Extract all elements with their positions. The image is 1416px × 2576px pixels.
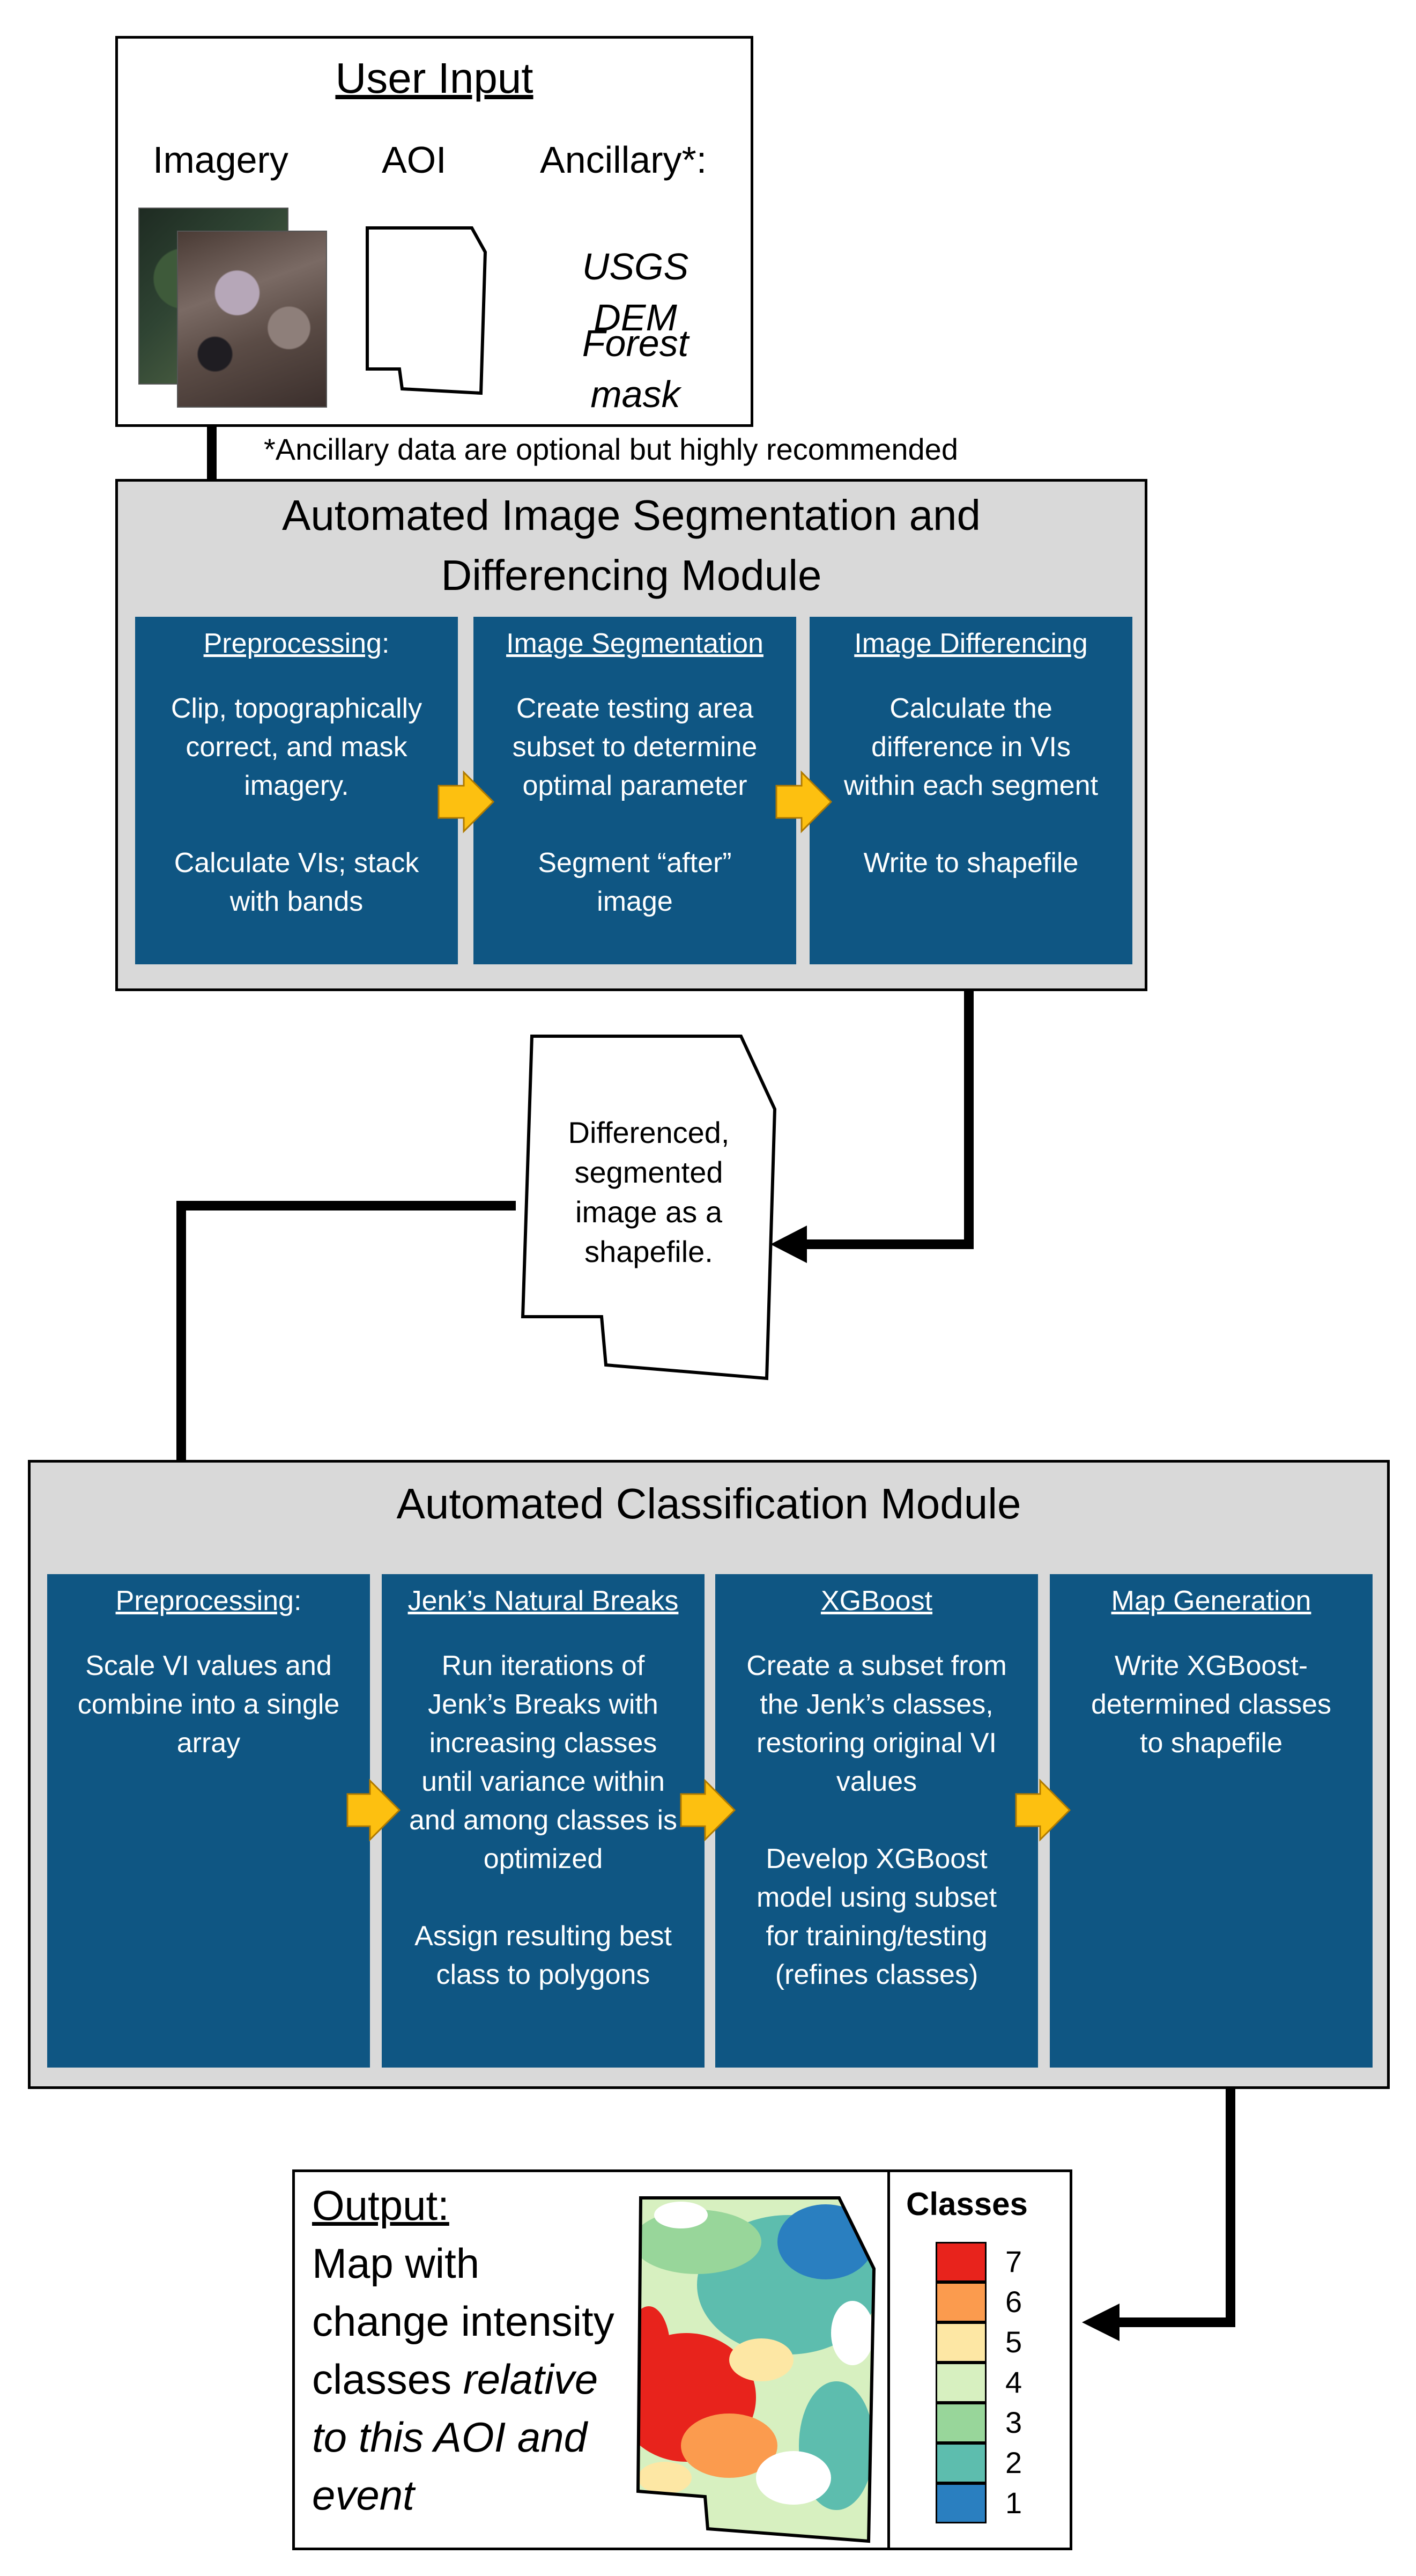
cls-step-map-generation: Map Generation Write XGBoost- determined… xyxy=(1050,1574,1373,2068)
arrowhead-output xyxy=(1082,2304,1120,2341)
cls-step-map-generation-body: Write XGBoost- determined classes to sha… xyxy=(1091,1650,1331,1759)
output-line1: Map with xyxy=(312,2240,480,2287)
seg-step-differencing-title: Image Differencing xyxy=(854,628,1088,659)
seg-step-differencing-body: Calculate the difference in VIs within e… xyxy=(843,693,1099,879)
legend-swatch-1 xyxy=(936,2483,987,2523)
imagery-thumbnail-front xyxy=(177,231,327,408)
shapefile-outline-shape xyxy=(521,1035,777,1381)
output-line3: classes relative xyxy=(312,2350,598,2408)
legend-label-3: 3 xyxy=(1005,2405,1022,2439)
legend-item-3: 3 xyxy=(936,2403,1070,2443)
legend-item-6: 6 xyxy=(936,2282,1070,2322)
ancillary-footnote: *Ancillary data are optional but highly … xyxy=(264,432,958,466)
cls-step-map-generation-title: Map Generation xyxy=(1111,1585,1311,1617)
output-line3-plain: classes xyxy=(312,2356,463,2403)
cls-step-xgboost: XGBoost Create a subset from the Jenk’s … xyxy=(715,1574,1038,2068)
legend-swatch-2 xyxy=(936,2443,987,2483)
seg-step-differencing: Image Differencing Calculate the differe… xyxy=(810,617,1132,964)
seg-step-preprocessing-title: Preprocessing xyxy=(203,628,382,659)
cls-step-preprocessing-body: Scale VI values and combine into a singl… xyxy=(77,1650,340,1759)
legend-label-5: 5 xyxy=(1005,2325,1022,2359)
connector-differencing-to-shapefile xyxy=(804,960,974,1249)
cls-step-xgboost-title: XGBoost xyxy=(820,1585,933,1617)
ancillary-item-forest: Forest xyxy=(582,322,689,364)
segmentation-module-title-line1: Automated Image Segmentation and xyxy=(281,491,981,539)
flow-arrow-3 xyxy=(346,1778,401,1842)
cls-step-jenks: Jenk’s Natural Breaks Run iterations of … xyxy=(382,1574,705,2068)
output-change-map xyxy=(638,2198,874,2541)
cls-step-preprocessing-suffix: : xyxy=(293,1585,302,1617)
legend-label-7: 7 xyxy=(1005,2245,1022,2278)
legend-item-4: 4 xyxy=(936,2363,1070,2403)
output-line4: to this AOI and xyxy=(312,2413,588,2461)
legend-item-5: 5 xyxy=(936,2322,1070,2363)
legend-label-6: 6 xyxy=(1005,2285,1022,2319)
legend-swatch-4 xyxy=(936,2363,987,2403)
cls-step-preprocessing-title: Preprocessing xyxy=(115,1585,294,1617)
legend-item-7: 7 xyxy=(936,2242,1070,2282)
legend-swatch-5 xyxy=(936,2322,987,2363)
cls-step-jenks-title: Jenk’s Natural Breaks xyxy=(407,1585,679,1617)
legend-item-2: 2 xyxy=(936,2443,1070,2483)
seg-step-segmentation-body: Create testing area subset to determine … xyxy=(512,693,758,917)
legend-swatch-6 xyxy=(936,2282,987,2322)
connector-shapefile-to-classification xyxy=(176,1201,516,1539)
ancillary-item-mask: mask xyxy=(590,373,680,415)
legend-item-1: 1 xyxy=(936,2483,1070,2523)
aoi-label: AOI xyxy=(382,139,447,181)
seg-step-preprocessing-body: Clip, topographically correct, and mask … xyxy=(170,693,422,917)
aoi-outline-shape xyxy=(366,226,487,395)
connector-mapgen-to-output xyxy=(1115,2062,1235,2327)
legend-label-4: 4 xyxy=(1005,2365,1022,2399)
output-map-outline xyxy=(636,2196,876,2543)
output-title: Output: xyxy=(312,2182,449,2229)
legend: 7 6 5 4 3 2 1 xyxy=(936,2242,1070,2531)
legend-swatch-7 xyxy=(936,2242,987,2282)
shapefile-label: Differenced, segmented image as a shapef… xyxy=(568,1116,730,1268)
legend-swatch-3 xyxy=(936,2403,987,2443)
flow-arrow-4 xyxy=(680,1778,736,1842)
imagery-label: Imagery xyxy=(153,139,288,181)
cls-step-xgboost-body: Create a subset from the Jenk’s classes,… xyxy=(746,1650,1007,1990)
flow-arrow-1 xyxy=(438,770,495,833)
flow-arrow-2 xyxy=(775,770,833,833)
seg-step-segmentation-title: Image Segmentation xyxy=(506,628,763,659)
arrowhead-shapefile xyxy=(770,1226,807,1263)
ancillary-item-dem: USGS DEM xyxy=(582,246,689,338)
legend-title: Classes xyxy=(906,2186,1028,2222)
segmentation-module-title-line2: Differencing Module xyxy=(441,551,822,599)
classification-module-title: Automated Classification Module xyxy=(396,1480,1021,1527)
seg-step-segmentation: Image Segmentation Create testing area s… xyxy=(473,617,796,964)
output-line5: event xyxy=(312,2471,414,2519)
user-input-title: User Input xyxy=(335,54,533,102)
ancillary-label: Ancillary*: xyxy=(540,139,707,181)
cls-step-preprocessing: Preprocessing: Scale VI values and combi… xyxy=(47,1574,370,2068)
cls-step-jenks-body: Run iterations of Jenk’s Breaks with inc… xyxy=(409,1650,678,1990)
output-line3-italic: relative xyxy=(463,2356,598,2403)
legend-label-1: 1 xyxy=(1005,2486,1022,2520)
flow-arrow-5 xyxy=(1015,1778,1071,1842)
output-line2: change intensity xyxy=(312,2298,614,2345)
seg-step-preprocessing: Preprocessing: Clip, topographically cor… xyxy=(135,617,458,964)
legend-divider xyxy=(887,2169,890,2550)
legend-label-2: 2 xyxy=(1005,2446,1022,2479)
seg-step-preprocessing-suffix: : xyxy=(381,628,390,659)
